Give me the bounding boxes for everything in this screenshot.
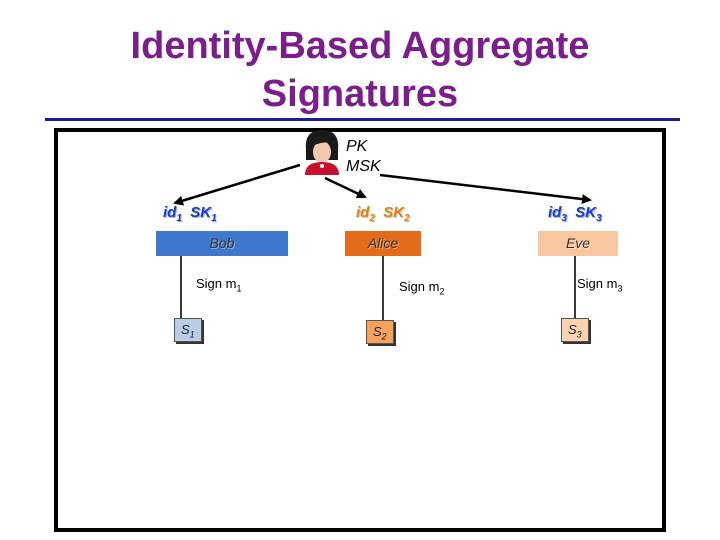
sign-subscript: 3 xyxy=(617,283,623,294)
sk-text: SK xyxy=(190,204,212,221)
pk-label: PK xyxy=(346,138,368,155)
party-box-alice: Alice xyxy=(345,231,421,256)
id-subscript: 2 xyxy=(369,213,375,224)
authority-keys: PK MSK xyxy=(346,137,381,177)
sig-subscript: 1 xyxy=(189,329,195,340)
identity-key-eve: id3 SK3 xyxy=(548,204,602,224)
sign-label-eve: Sign m3 xyxy=(577,276,622,294)
sig-text: S xyxy=(181,322,190,337)
sig-text: S xyxy=(568,322,577,337)
id-text: id xyxy=(548,204,562,221)
sign-subscript: 1 xyxy=(236,283,242,294)
party-box-bob: Bob xyxy=(156,231,288,256)
identity-key-bob: id1 SK1 xyxy=(163,204,217,224)
id-text: id xyxy=(163,204,177,221)
arrow-to-bob xyxy=(173,163,301,206)
msk-label: MSK xyxy=(346,158,381,175)
id-text: id xyxy=(356,204,370,221)
arrow-to-eve xyxy=(379,173,592,205)
party-box-eve: Eve xyxy=(538,231,618,256)
sk-subscript: 2 xyxy=(404,213,410,224)
arrow-to-alice xyxy=(324,176,367,199)
identity-key-alice: id2 SK2 xyxy=(356,204,410,224)
sk-text: SK xyxy=(383,204,405,221)
sig-text: S xyxy=(373,324,382,339)
signature-box-bob: S1 xyxy=(174,318,202,342)
sk-subscript: 1 xyxy=(211,213,217,224)
sk-text: SK xyxy=(575,204,597,221)
sig-subscript: 2 xyxy=(381,331,387,342)
sign-label-alice: Sign m2 xyxy=(399,279,444,297)
signature-box-eve: S3 xyxy=(561,318,589,342)
slide-title: Identity-Based Aggregate Signatures xyxy=(0,22,720,118)
title-underline xyxy=(45,118,680,121)
diagram-frame xyxy=(54,128,666,532)
sign-label-bob: Sign m1 xyxy=(196,276,241,294)
sign-text: Sign m xyxy=(399,279,440,294)
sign-text: Sign m xyxy=(196,276,237,291)
woman-avatar-icon xyxy=(305,130,339,175)
title-line-2: Signatures xyxy=(261,73,459,115)
id-subscript: 3 xyxy=(561,213,567,224)
id-subscript: 1 xyxy=(176,213,182,224)
sign-text: Sign m xyxy=(577,276,618,291)
sig-subscript: 3 xyxy=(576,329,582,340)
title-line-1: Identity-Based Aggregate xyxy=(130,25,590,67)
signature-box-alice: S2 xyxy=(366,320,394,344)
sign-subscript: 2 xyxy=(439,286,445,297)
sk-subscript: 3 xyxy=(596,213,602,224)
